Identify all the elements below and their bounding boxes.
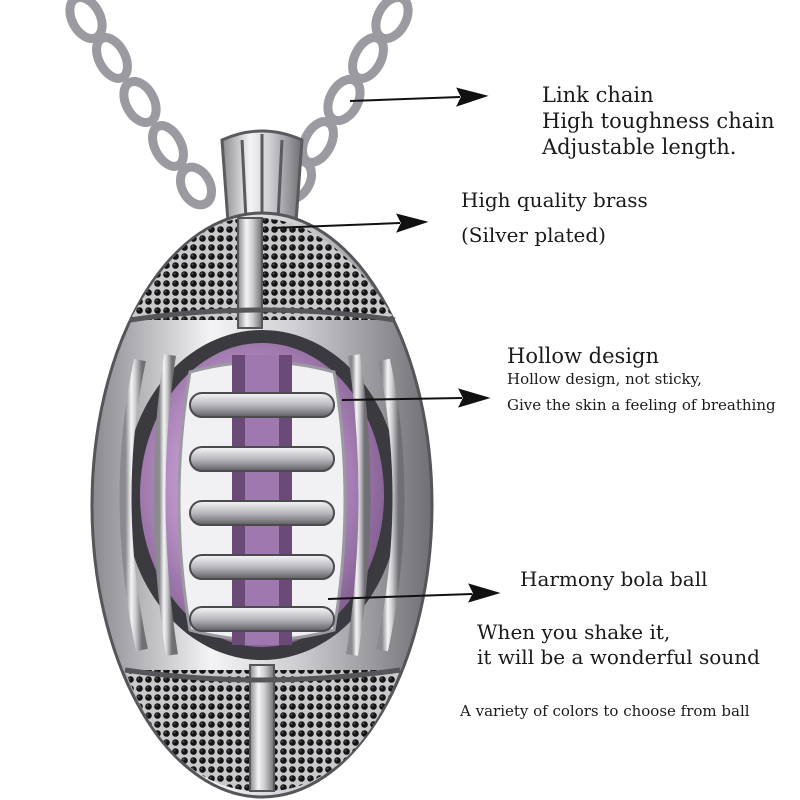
bola-title: Harmony bola ball [520, 567, 708, 591]
hollow-title: Hollow design [507, 344, 660, 368]
brass-annotation: High quality brass (Silver plated) [461, 188, 648, 248]
arrow-bola [327, 583, 501, 603]
hollow-annotation: Hollow design, not sticky, Give the skin… [507, 368, 776, 416]
chain-annotation: Link chain High toughness chain Adjustab… [542, 82, 774, 160]
callout-arrows [271, 87, 501, 603]
chain-title: Link chain [542, 83, 654, 107]
arrow-chain [349, 87, 489, 107]
football-cage-pendant-image [90, 211, 434, 799]
arrow-brass [271, 213, 429, 233]
brass-title: High quality brass [461, 188, 648, 212]
chain-line-1: High toughness chain [542, 109, 775, 133]
hollow-line-2: Give the skin a feeling of breathing [507, 396, 776, 414]
bola-line-2: it will be a wonderful sound [477, 645, 760, 669]
arrow-hollow [341, 388, 491, 408]
brass-note: (Silver plated) [461, 223, 606, 247]
colors-note: A variety of colors to choose from ball [460, 702, 750, 720]
hollow-line-1: Hollow design, not sticky, [507, 370, 702, 388]
pendant-bail [220, 129, 304, 224]
bola-line-1: When you shake it, [477, 620, 671, 644]
bola-annotation: When you shake it, it will be a wonderfu… [477, 620, 760, 670]
chain-line-2: Adjustable length. [542, 135, 737, 159]
